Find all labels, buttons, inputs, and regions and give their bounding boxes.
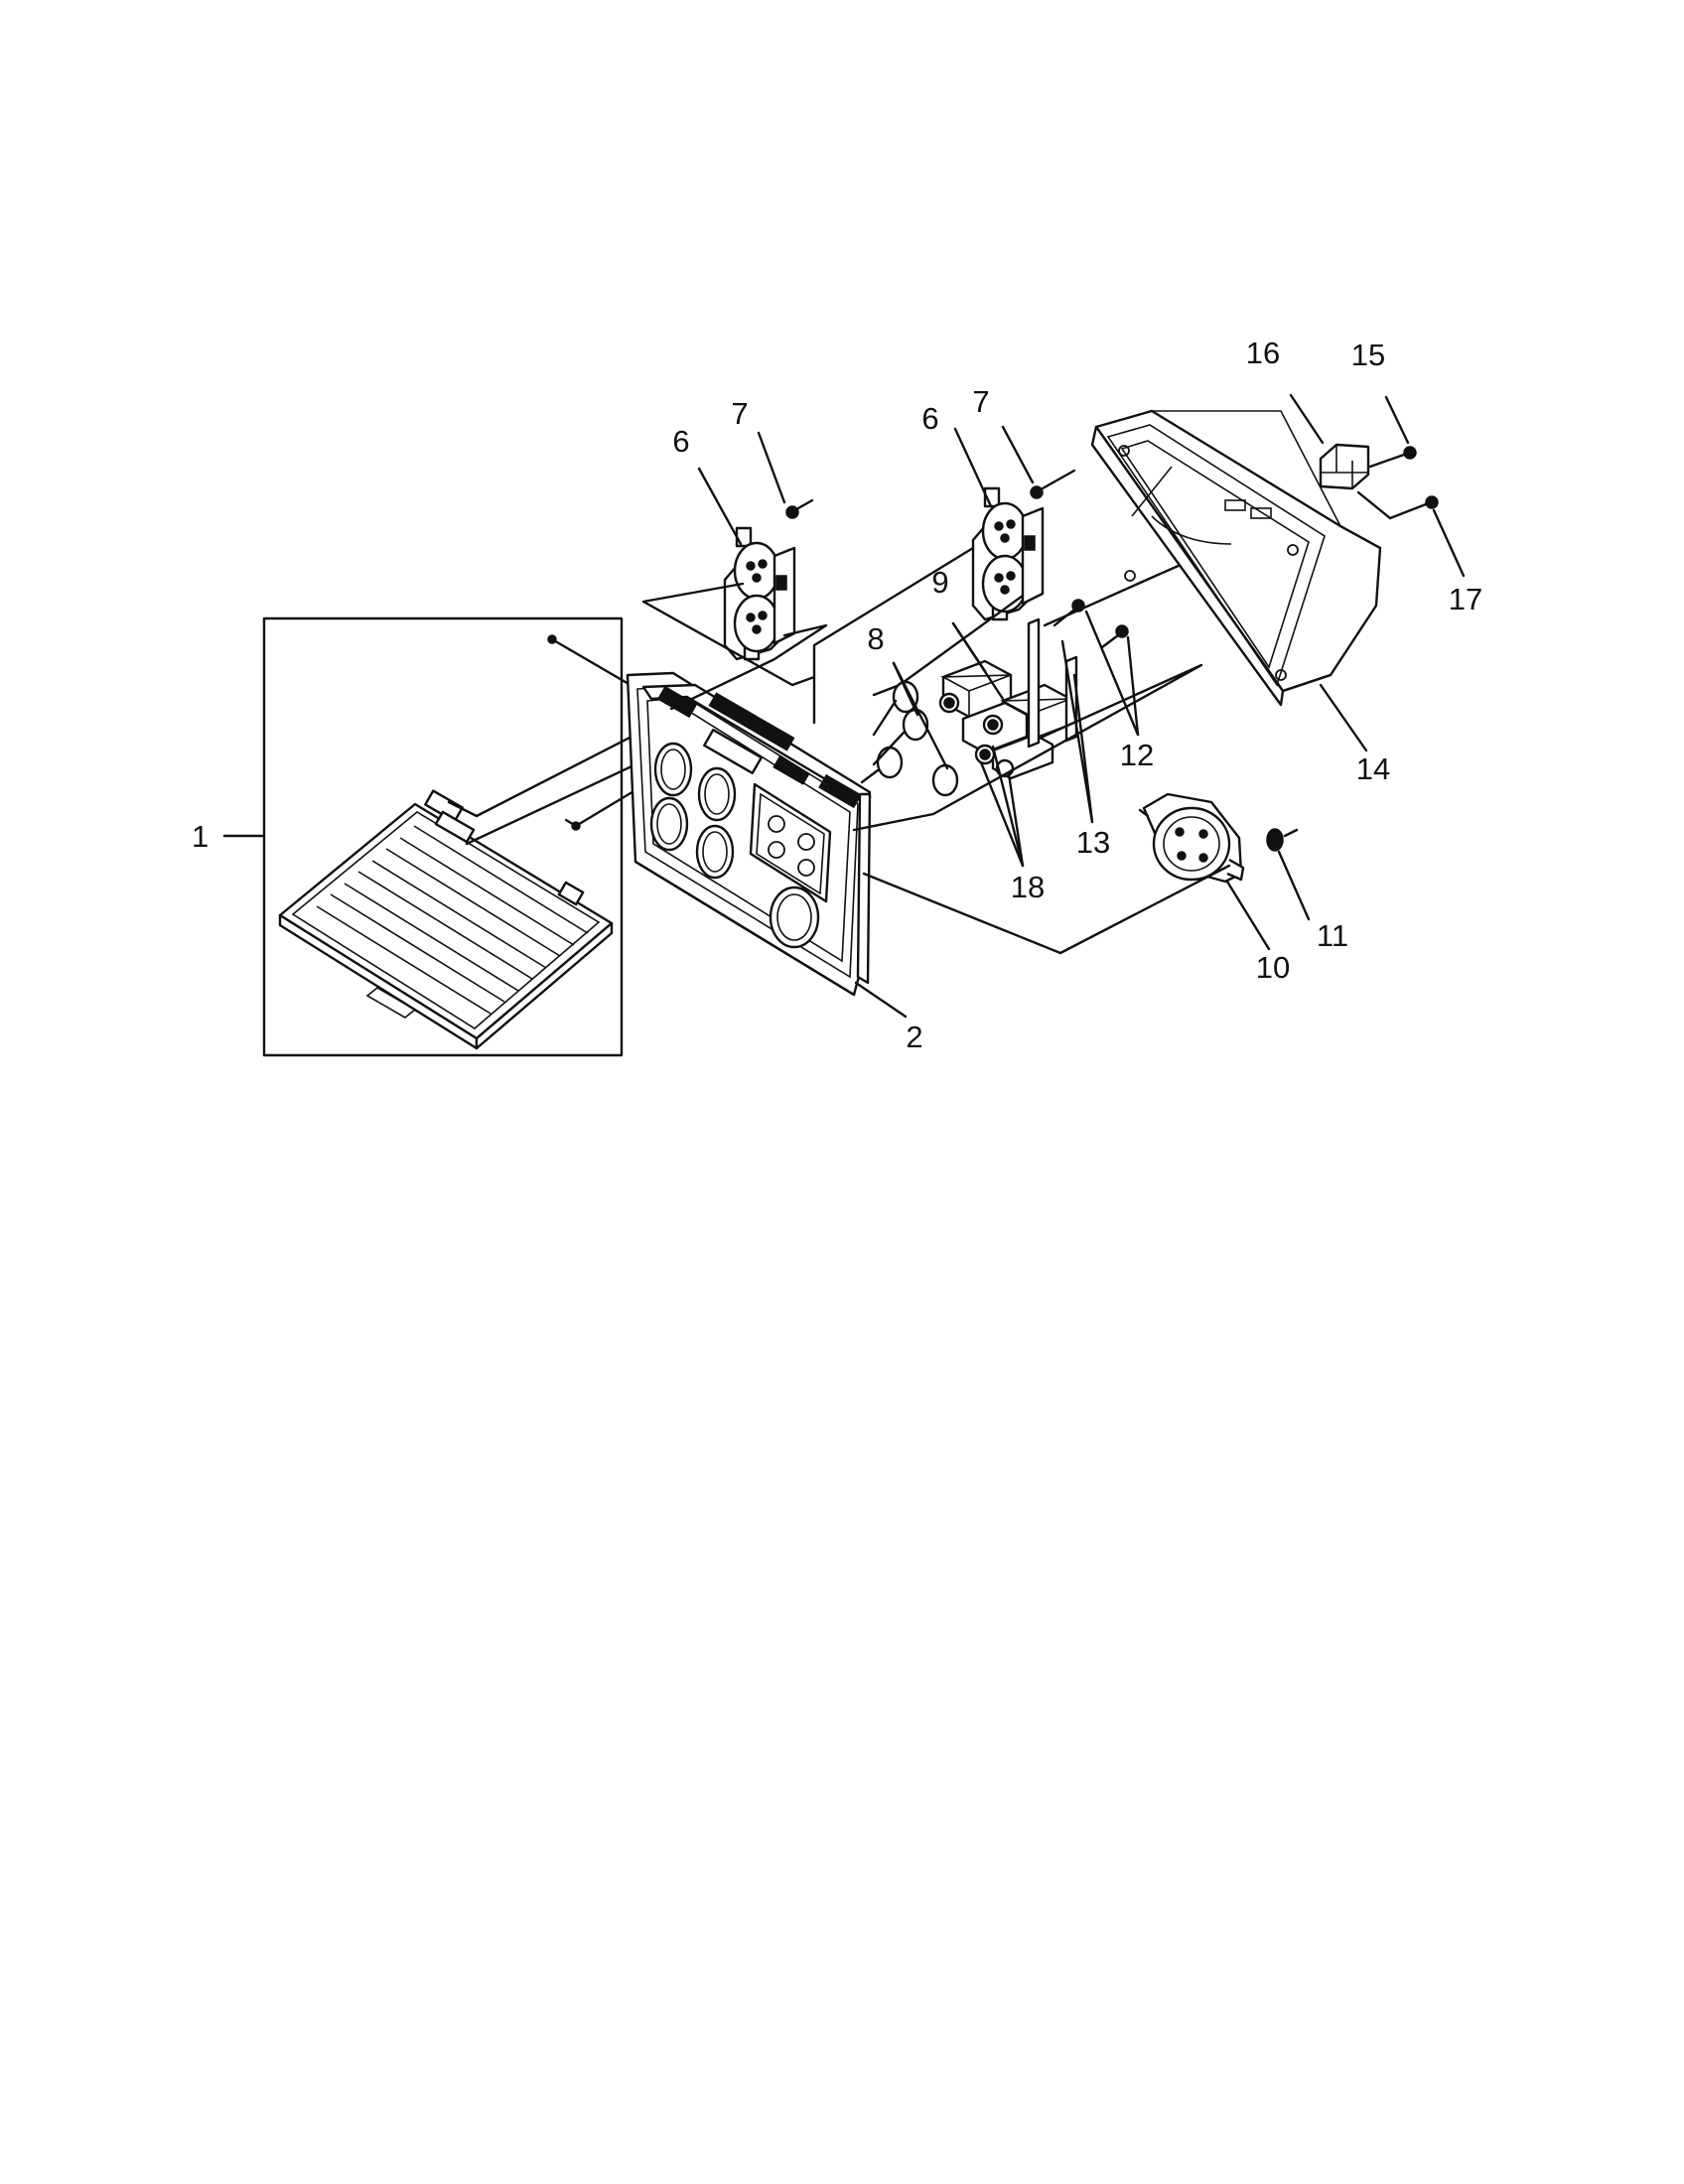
part-6-receptacle-left xyxy=(641,431,828,711)
callout-11: 11 xyxy=(1317,918,1348,953)
part-16-terminal-block xyxy=(1289,393,1370,490)
callout-16: 16 xyxy=(1246,336,1280,370)
part-10-twist-lock-receptacle xyxy=(862,792,1271,955)
callout-13: 13 xyxy=(1076,825,1110,860)
part-2-control-panel xyxy=(626,671,908,1019)
callout-6-right: 6 xyxy=(921,401,938,436)
part-9-circuit-breakers xyxy=(938,621,1072,780)
callout-15: 15 xyxy=(1351,338,1385,372)
part-12-screws xyxy=(1052,599,1140,737)
part-7-screw-right xyxy=(1030,485,1044,499)
callout-6-left: 6 xyxy=(672,424,689,459)
callout-7-right: 7 xyxy=(972,384,989,419)
callout-1: 1 xyxy=(192,819,209,854)
callout-2: 2 xyxy=(906,1020,922,1054)
part-15-screw xyxy=(1368,395,1417,469)
callout-labels: 1 2 6 7 6 7 8 9 10 11 12 13 14 15 16 17 … xyxy=(192,336,1482,1054)
part-1-cover-inset xyxy=(222,616,697,1057)
part-17-screw xyxy=(1356,490,1466,578)
part-18-bulb-holders xyxy=(979,745,1025,868)
part-11-nut xyxy=(1266,828,1311,921)
part-13-mounting-brackets xyxy=(1027,617,1094,824)
part-6-receptacle-right xyxy=(812,425,1076,725)
callout-9: 9 xyxy=(931,565,948,600)
part-14-housing xyxy=(1090,409,1382,752)
callout-17: 17 xyxy=(1449,582,1482,616)
callout-14: 14 xyxy=(1356,751,1390,786)
callout-10: 10 xyxy=(1256,950,1290,985)
callout-8: 8 xyxy=(867,621,884,656)
callout-18: 18 xyxy=(1011,870,1045,904)
callout-7-left: 7 xyxy=(731,396,748,431)
part-8-indicator-lamps xyxy=(860,661,959,797)
callout-12: 12 xyxy=(1120,738,1154,772)
part-7-screw-left xyxy=(785,505,799,519)
cover-lid xyxy=(278,789,614,1050)
